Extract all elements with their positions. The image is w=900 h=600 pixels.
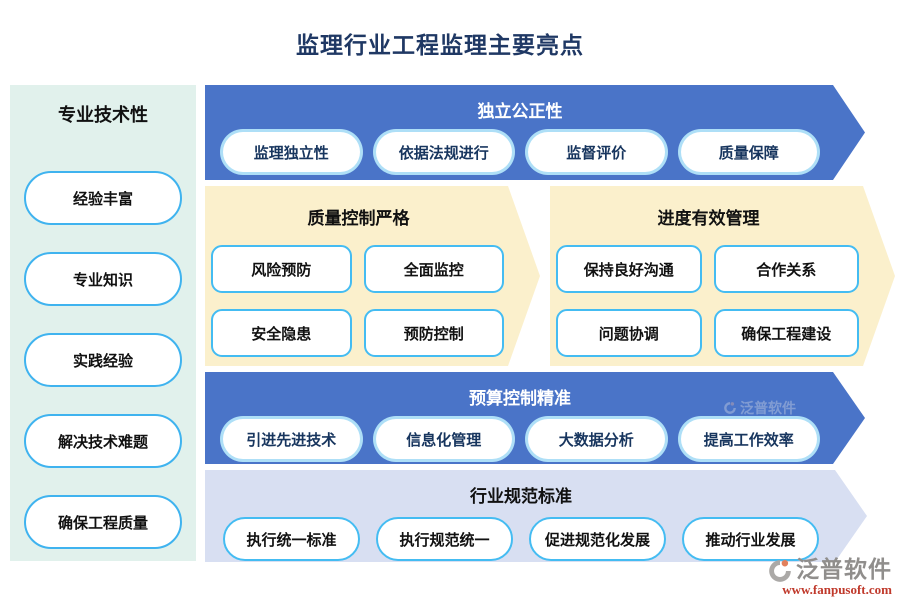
- band-pill: 促进规范化发展: [529, 517, 666, 561]
- band-pill: 信息化管理: [376, 419, 513, 459]
- band-title: 行业规范标准: [470, 487, 572, 506]
- brand-logo-icon: [769, 559, 791, 582]
- band-pill: 执行规范统一: [376, 517, 513, 561]
- bands-column: 独立公正性 监理独立性 依据法规进行 监督评价 质量保障 质量控制严格 风险预防…: [205, 85, 895, 562]
- band-industry-standards: 行业规范标准 执行统一标准 执行规范统一 促进规范化发展 推动行业发展: [205, 470, 867, 562]
- band-pill: 监督评价: [528, 132, 665, 172]
- sidebar-panel: 专业技术性 经验丰富 专业知识 实践经验 解决技术难题 确保工程质量: [10, 85, 196, 561]
- section-pill: 全面监控: [364, 245, 505, 293]
- section-title: 质量控制严格: [307, 209, 410, 228]
- band-pill: 大数据分析: [528, 419, 665, 459]
- section-pill: 预防控制: [364, 309, 505, 357]
- section-pill-grid: 风险预防 全面监控 安全隐患 预防控制: [205, 229, 540, 357]
- band-title: 独立公正性: [477, 102, 563, 121]
- sidebar-pill: 经验丰富: [24, 171, 182, 225]
- band-pill: 监理独立性: [223, 132, 360, 172]
- sidebar-pill: 专业知识: [24, 252, 182, 306]
- page-title: 监理行业工程监理主要亮点: [296, 32, 584, 58]
- band-pill-row: 监理独立性 依据法规进行 监督评价 质量保障: [205, 122, 865, 172]
- band-pill-row: 执行统一标准 执行规范统一 促进规范化发展 推动行业发展: [205, 507, 867, 561]
- section-pill: 保持良好沟通: [556, 245, 702, 293]
- band-pill: 依据法规进行: [376, 132, 513, 172]
- sidebar-pill: 解决技术难题: [24, 414, 182, 468]
- band-pill: 引进先进技术: [223, 419, 360, 459]
- section-pill: 合作关系: [714, 245, 860, 293]
- section-pill: 风险预防: [211, 245, 352, 293]
- sidebar-pill-list: 经验丰富 专业知识 实践经验 解决技术难题 确保工程质量: [10, 171, 196, 549]
- section-progress-management: 进度有效管理 保持良好沟通 合作关系 问题协调 确保工程建设: [550, 186, 895, 366]
- brand-row: 泛普软件: [767, 550, 892, 584]
- brand-url: www.fanpusoft.com: [782, 582, 892, 597]
- section-quality-control: 质量控制严格 风险预防 全面监控 安全隐患 预防控制: [205, 186, 540, 366]
- band-pill: 提高工作效率: [681, 419, 818, 459]
- sidebar-pill: 实践经验: [24, 333, 182, 387]
- section-pill: 问题协调: [556, 309, 702, 357]
- section-pill: 安全隐患: [211, 309, 352, 357]
- band-pill: 执行统一标准: [223, 517, 360, 561]
- band-quality-progress: 质量控制严格 风险预防 全面监控 安全隐患 预防控制 进度有效管理 保持良好沟通…: [205, 186, 895, 366]
- band-title: 预算控制精准: [469, 389, 571, 408]
- band-independence: 独立公正性 监理独立性 依据法规进行 监督评价 质量保障: [205, 85, 865, 180]
- section-title: 进度有效管理: [657, 209, 760, 228]
- section-pill: 确保工程建设: [714, 309, 860, 357]
- sidebar-title: 专业技术性: [58, 105, 148, 125]
- band-pill: 质量保障: [681, 132, 818, 172]
- band-pill: 推动行业发展: [682, 517, 819, 561]
- section-pill-grid: 保持良好沟通 合作关系 问题协调 确保工程建设: [550, 229, 895, 357]
- brand-name: 泛普软件: [796, 556, 892, 582]
- band-budget-control: 预算控制精准 引进先进技术 信息化管理 大数据分析 提高工作效率 泛普软件: [205, 372, 865, 464]
- footer-brand: 泛普软件 www.fanpusoft.com: [767, 550, 892, 598]
- band-pill-row: 引进先进技术 信息化管理 大数据分析 提高工作效率: [205, 409, 865, 459]
- sidebar-pill: 确保工程质量: [24, 495, 182, 549]
